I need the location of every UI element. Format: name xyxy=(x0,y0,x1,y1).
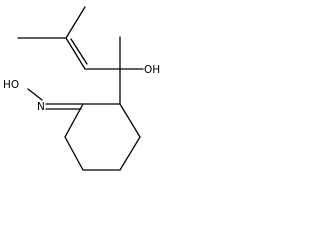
bond-oxime-no xyxy=(27,88,43,101)
hydroxyl-label: OH xyxy=(144,64,160,76)
bond-methyl-top xyxy=(65,6,86,39)
bond-alkene-outer xyxy=(65,37,86,70)
bond-ring-c4-c5 xyxy=(64,136,84,171)
oxime-nitrogen-label: N xyxy=(37,101,45,113)
bond-ring-c2-c3 xyxy=(119,136,141,171)
chemical-structure-diagram: OH HO N xyxy=(3,6,160,171)
bond-ring-c1-c2 xyxy=(119,103,141,138)
bond-alkene-inner xyxy=(70,38,88,65)
oxime-hydroxyl-label: HO xyxy=(3,79,19,91)
